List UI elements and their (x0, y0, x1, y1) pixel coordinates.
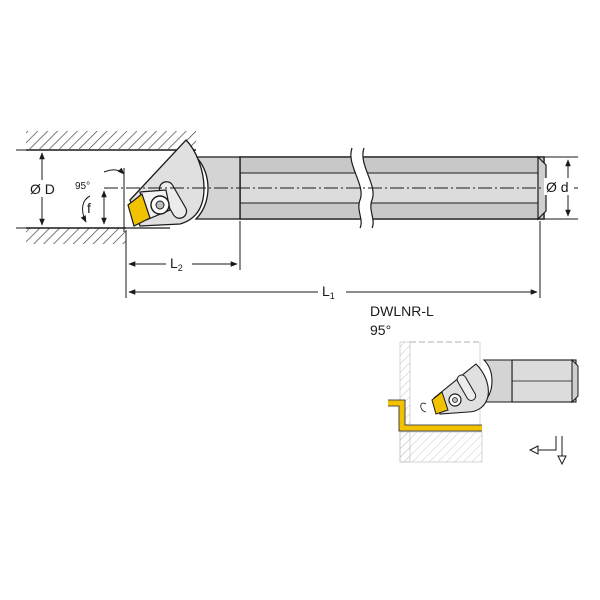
dim-overall-length: L1 (128, 221, 541, 301)
model-code: DWLNR-L (370, 303, 434, 319)
tool-head (127, 139, 241, 227)
angle-label: 95° (75, 181, 90, 192)
bore-diameter-label: Ø D (30, 181, 55, 197)
machined-profile (388, 400, 482, 431)
dim-head-length: L2 (125, 221, 241, 298)
overall-length-label: L1 (322, 283, 335, 301)
feed-direction-arrows-icon (528, 436, 567, 466)
detail-insert (431, 391, 449, 415)
dim-shank-diameter: Ø d (544, 156, 578, 220)
model-angle: 95° (370, 322, 391, 338)
break-gap (350, 148, 374, 228)
offset-label: f (87, 200, 91, 216)
dim-approach-angle: 95° (75, 167, 125, 232)
tool-shank (239, 147, 547, 229)
application-detail (388, 341, 579, 463)
top-wall-hatch (26, 131, 196, 149)
dim-offset-f: f (87, 190, 128, 229)
cutting-insert (127, 193, 151, 227)
bottom-wall-hatch (26, 228, 126, 244)
dim-bore-diameter: Ø D (16, 149, 58, 229)
head-length-label: L2 (170, 255, 183, 273)
shank-diameter-label: Ø d (546, 179, 569, 195)
